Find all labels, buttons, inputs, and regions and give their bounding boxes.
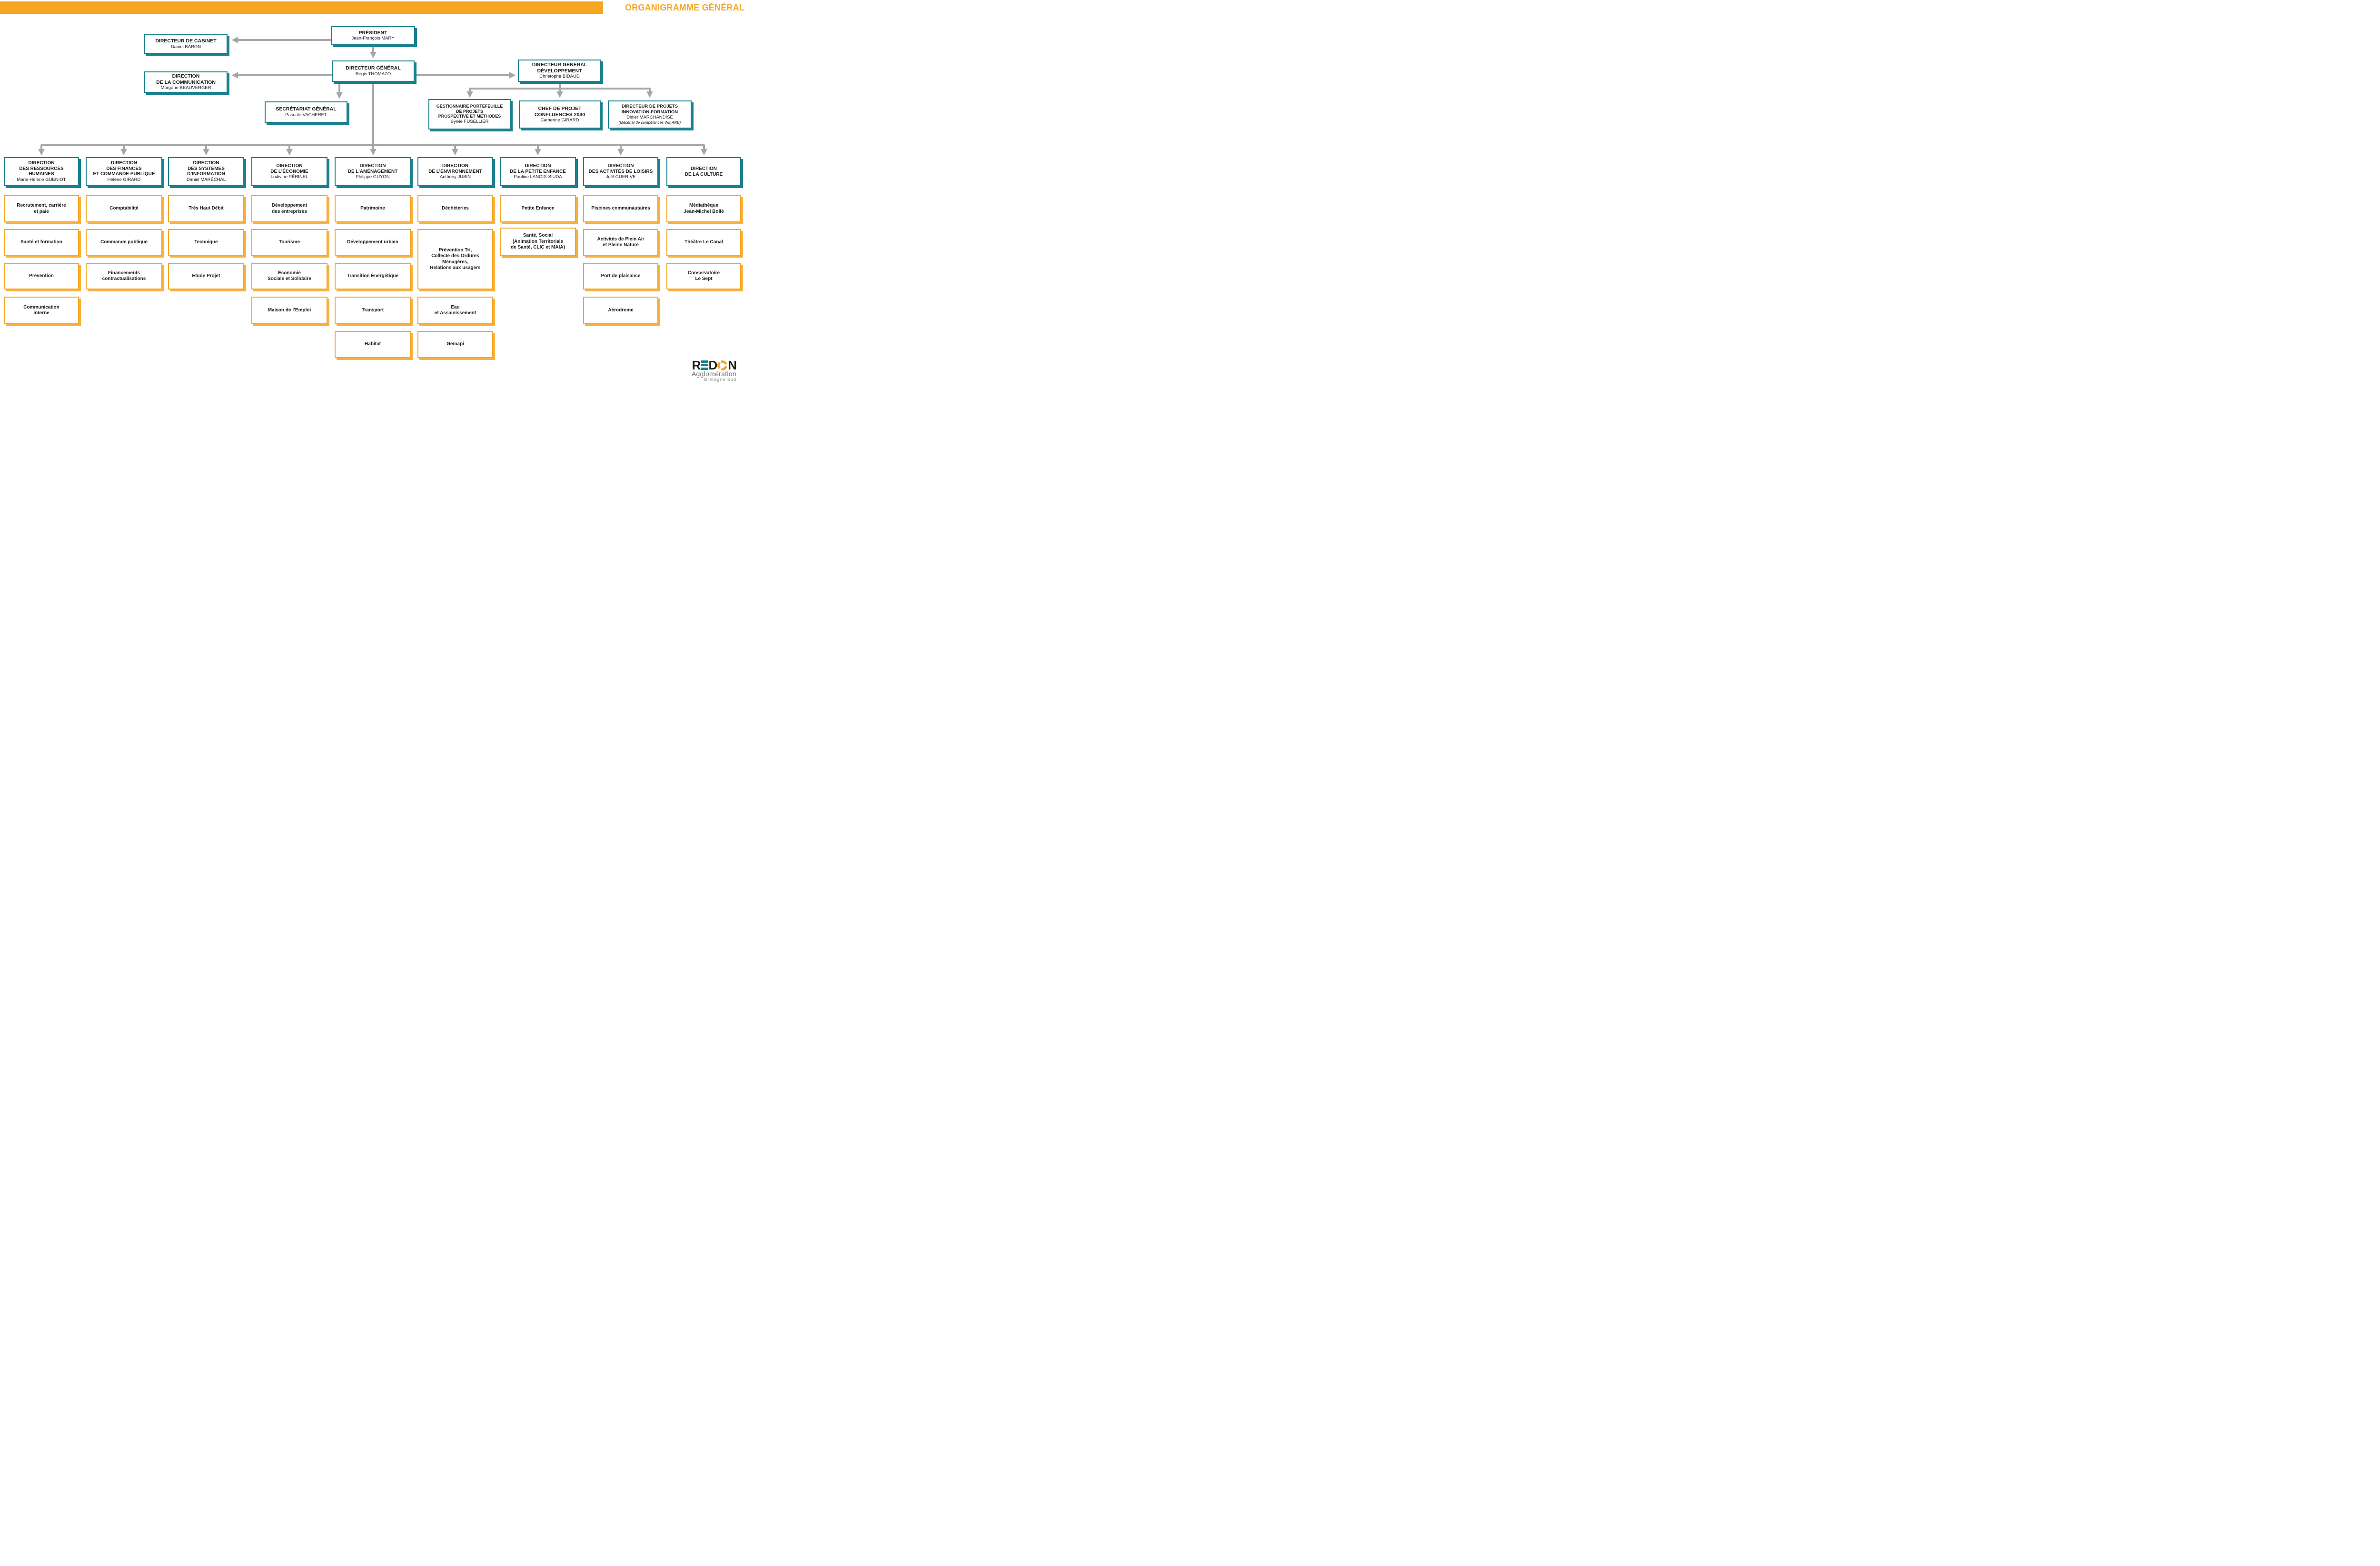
service-box: Comptabilité	[86, 195, 162, 222]
logo-letter-r: R	[692, 358, 701, 372]
service-box: Médiathèque Jean-Michel Bollé	[666, 195, 741, 222]
node-direction-communication: DIRECTION DE LA COMMUNICATION Morgane BE…	[144, 71, 228, 93]
logo-wordmark: R D N	[684, 358, 737, 372]
page-title: ORGANIGRAMME GÉNÉRAL	[625, 3, 744, 12]
service-box: Développement des entreprises	[251, 195, 327, 222]
service-box: Gemapi	[417, 331, 493, 358]
service-box: Activités de Plein Air et Pleine Nature	[583, 229, 658, 256]
node-directeur-general-developpement: DIRECTEUR GÉNÉRAL DÉVELOPPEMENT Christop…	[518, 60, 601, 82]
direction-environnement: DIRECTION DE L’ENVIRONNEMENT Anthony JUB…	[417, 157, 493, 186]
node-directeur-general: DIRECTEUR GÉNÉRAL Régis THOMAZO	[332, 60, 415, 82]
service-box: Théâtre Le Canal	[666, 229, 741, 256]
service-box: Aérodrome	[583, 297, 658, 324]
service-box: Communication interne	[4, 297, 79, 324]
service-box: Tourisme	[251, 229, 327, 256]
service-box: Développement urbain	[335, 229, 411, 256]
node-gestionnaire-portefeuille: GESTIONNAIRE PORTEFEUILLE DE PROJETS PRO…	[428, 99, 511, 130]
service-box: Santé et formation	[4, 229, 79, 256]
direction-ressources-humaines: DIRECTION DES RESSOURCES HUMAINES Marie-…	[4, 157, 79, 186]
direction-culture: DIRECTION DE LA CULTURE	[666, 157, 741, 186]
logo-letter-d: D	[708, 358, 717, 372]
service-box: Technique	[168, 229, 244, 256]
service-box: Port de plaisance	[583, 263, 658, 289]
service-box: Prévention Tri, Collecte des Ordures Mén…	[417, 229, 493, 289]
service-box: Recrutement, carrière et paie	[4, 195, 79, 222]
direction-petite-enfance: DIRECTION DE LA PETITE ENFANCE Pauline L…	[500, 157, 576, 186]
service-box: Transport	[335, 297, 411, 324]
logo-e-bars-icon	[701, 360, 708, 370]
logo-o-ring-icon	[717, 360, 728, 370]
direction-finances: DIRECTION DES FINANCES ET COMMANDE PUBLI…	[86, 157, 162, 186]
logo-redon-agglomeration: R D N Agglomération Bretagne Sud	[684, 358, 737, 382]
node-directeur-projets-innovation: DIRECTEUR DE PROJETS INNOVATION-FORMATIO…	[608, 100, 692, 129]
service-box: Transition Énergétique	[335, 263, 411, 289]
logo-region: Bretagne Sud	[704, 377, 736, 382]
direction-economie: DIRECTION DE L’ÉCONOMIE Ludivine PÉRINEL	[251, 157, 327, 186]
logo-subtitle: Agglomération	[691, 370, 736, 378]
service-box: Très Haut Débit	[168, 195, 244, 222]
service-box: Prévention	[4, 263, 79, 289]
service-box: Financements contractualisations	[86, 263, 162, 289]
connector-lines	[38, 37, 707, 156]
service-box: Commande publique	[86, 229, 162, 256]
service-box: Économie Sociale et Solidaire	[251, 263, 327, 289]
service-box: Piscines communautaires	[583, 195, 658, 222]
top-accent-bar	[0, 1, 603, 14]
logo-letter-n: N	[728, 358, 737, 372]
node-secretariat-general: SECRÉTARIAT GÉNÉRAL Pascale VACHERET	[265, 101, 347, 123]
service-box: Santé, Social (Animation Territoriale de…	[500, 228, 576, 256]
service-box: Conservatoire Le Sept	[666, 263, 741, 289]
service-box: Déchèteries	[417, 195, 493, 222]
direction-systemes-information: DIRECTION DES SYSTÈMES D’INFORMATION Dan…	[168, 157, 244, 186]
node-directeur-cabinet: DIRECTEUR DE CABINET Daniel BARON	[144, 34, 228, 54]
service-box: Eau et Assainissement	[417, 297, 493, 324]
service-box: Patrimoine	[335, 195, 411, 222]
direction-amenagement: DIRECTION DE L’AMÉNAGEMENT Philippe GUYO…	[335, 157, 411, 186]
direction-activites-loisirs: DIRECTION DES ACTIVITÉS DE LOISIRS Joël …	[583, 157, 658, 186]
node-president: PRÉSIDENT Jean-François MARY	[331, 26, 415, 45]
service-box: Petite Enfance	[500, 195, 576, 222]
service-box: Maison de l’Emploi	[251, 297, 327, 324]
service-box: Habitat	[335, 331, 411, 358]
service-box: Etude Projet	[168, 263, 244, 289]
organigramme-page: ORGANIGRAMME GÉNÉRAL	[0, 0, 746, 389]
node-chef-projet-confluences: CHEF DE PROJET CONFLUENCES 2030 Catherin…	[519, 100, 601, 129]
